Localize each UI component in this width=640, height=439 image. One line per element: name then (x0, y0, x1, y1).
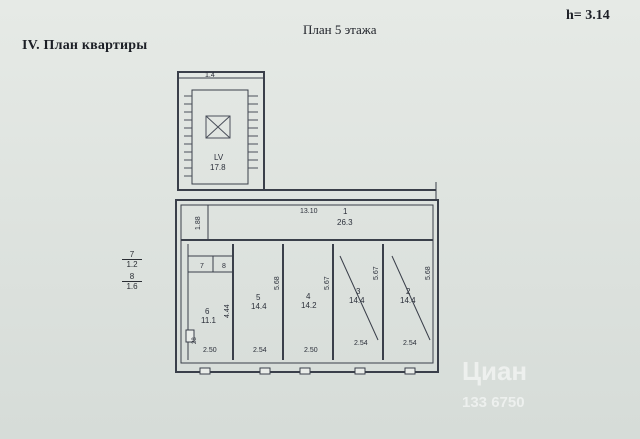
room-3-depth: 5.67 (373, 266, 380, 280)
side-note-room-8: 8 1.6 (122, 272, 142, 291)
room-2-depth: 5.68 (425, 266, 432, 280)
watermark-phone: 133 6750 (462, 394, 525, 411)
room-2-number: 2 (406, 287, 411, 296)
room-2-area: 14.4 (400, 296, 416, 305)
plan-walls (175, 71, 439, 373)
room-5-area: 14.4 (251, 302, 267, 311)
stair-room-area: 17.8 (210, 163, 226, 172)
room-2-width: 2.54 (403, 340, 417, 347)
room-3-number: 3 (356, 287, 361, 296)
side-note-room-7: 7 1.2 (122, 250, 142, 269)
corridor-length: 13.10 (300, 208, 318, 215)
side-note-area: 1.6 (126, 282, 138, 291)
room-6-width: 2.50 (203, 347, 217, 354)
section-title: IV. План квартиры (22, 38, 148, 53)
room-4-area: 14.2 (301, 301, 317, 310)
room-4-number: 4 (306, 292, 311, 301)
room-3-area: 14.4 (349, 296, 365, 305)
corridor-number: 1 (343, 207, 348, 216)
room-hatching (339, 255, 431, 341)
room-5-width: 2.54 (253, 347, 267, 354)
top-dimension: 1.4 (205, 72, 215, 79)
side-note-area: 1.2 (126, 260, 138, 269)
room-6-area: 11.1 (201, 316, 217, 325)
floor-title: План 5 этажа (303, 22, 377, 37)
small-room-8: 8 (222, 263, 226, 270)
room-3-width: 2.54 (354, 340, 368, 347)
side-note-num: 8 (122, 272, 142, 282)
watermark-brand: Циан (462, 356, 528, 386)
side-note-num: 7 (122, 250, 142, 260)
ceiling-height-label: h= 3.14 (566, 8, 610, 23)
room-5-number: 5 (256, 293, 261, 302)
stair-room-number: LV (214, 153, 224, 162)
room-5-depth: 5.68 (274, 276, 281, 290)
small-label: 28 (192, 337, 198, 344)
room-6-depth: 4.44 (224, 304, 231, 318)
corridor-area: 26.3 (337, 218, 353, 227)
room-6-number: 6 (205, 307, 210, 316)
small-room-7: 7 (200, 263, 204, 270)
window-marks (185, 329, 416, 375)
corridor-width: 1.88 (195, 216, 202, 230)
room-4-width: 2.50 (304, 347, 318, 354)
room-4-depth: 5.67 (324, 276, 331, 290)
stair-hatching (184, 95, 258, 177)
